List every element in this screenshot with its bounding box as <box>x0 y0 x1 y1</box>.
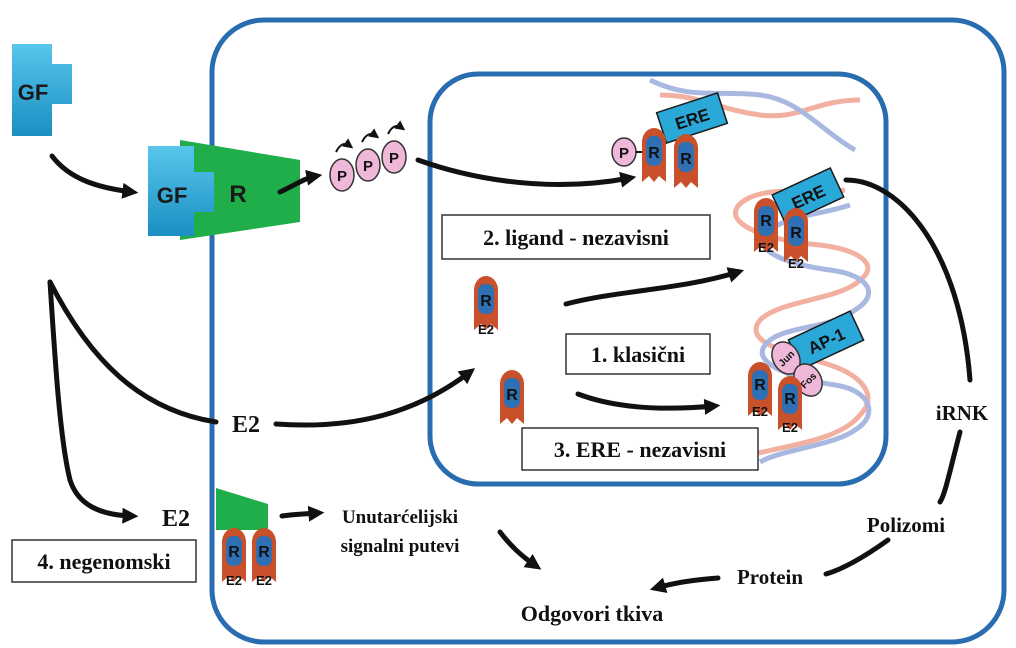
e2-label-ap1-1: E2 <box>752 404 768 419</box>
pathway-4-label: 4. negenomski <box>37 549 170 574</box>
pathway-2-label: 2. ligand - nezavisni <box>483 225 669 250</box>
pathway-box-3: 3. ERE - nezavisni <box>521 427 759 471</box>
e2-mid-label: E2 <box>232 412 260 438</box>
e2-lower-label: E2 <box>162 506 190 532</box>
arrow-irnk-to-polizomi <box>937 429 963 505</box>
r-label-classic: R <box>480 293 492 310</box>
growth-factor-receptor-complex: GF R <box>148 140 300 240</box>
p-single-label: P <box>619 145 629 162</box>
e2-label-ap1-2: E2 <box>782 420 798 435</box>
membrane-receptor: R E2 R E2 <box>216 488 276 588</box>
gf-receptor-label: R <box>229 181 246 208</box>
r-label-top-2: R <box>680 151 692 168</box>
arrow-negenomic <box>47 279 139 524</box>
pathway-box-4: 4. negenomski <box>11 539 197 583</box>
ere-complex-top: ERE P R R <box>611 91 729 188</box>
phospho-label-3: P <box>389 150 399 167</box>
r-label-membrane-2: R <box>258 544 270 561</box>
e2-label-classic: E2 <box>478 322 494 337</box>
phosphorylation-chain: P P P <box>329 120 407 192</box>
tissue-response-label: Odgovori tkiva <box>521 601 663 626</box>
intracellular-signal-line2: signalni putevi <box>341 536 460 557</box>
e2-label-membrane-2: E2 <box>256 573 272 588</box>
polizomi-label: Polizomi <box>867 513 945 537</box>
pathway-3-label: 3. ERE - nezavisni <box>554 437 726 462</box>
growth-factor-free: GF <box>12 44 72 136</box>
ere-complex-mid: ERE R E2 R E2 <box>754 166 845 271</box>
arrow-e2-entry-curve <box>47 279 219 425</box>
pathway-arrows <box>47 153 973 594</box>
arrow-phospho-to-ere <box>415 157 637 188</box>
r-label-mid-2: R <box>790 225 802 242</box>
arrow-protein-to-response <box>649 575 721 594</box>
nucleus-membrane <box>427 71 889 487</box>
e2-label-mid-2: E2 <box>788 256 804 271</box>
r-label-unbound: R <box>506 387 518 404</box>
arrow-classic <box>563 267 745 307</box>
arrow-gf-to-receptor <box>49 153 139 199</box>
phospho-label-2: P <box>363 158 373 175</box>
e2-label-membrane-1: E2 <box>226 573 242 588</box>
pathway-1-label: 1. klasični <box>591 342 685 367</box>
protein-label: Protein <box>737 565 803 589</box>
phospho-label-1: P <box>337 168 347 185</box>
receptor-unbound: R <box>500 370 524 424</box>
arrow-ere-independent <box>575 391 721 415</box>
gf-receptor <box>180 140 300 240</box>
r-label-top-1: R <box>648 145 660 162</box>
receptor-e2-nucleus: R E2 <box>474 276 498 337</box>
pathway-box-2: 2. ligand - nezavisni <box>441 214 711 260</box>
cell-membrane <box>209 17 1007 645</box>
arrow-polizomi-to-protein <box>823 537 891 577</box>
irnk-label: iRNK <box>936 401 989 425</box>
e2-label-mid-1: E2 <box>758 240 774 255</box>
r-label-membrane-1: R <box>228 544 240 561</box>
arrow-transcription-upper <box>843 177 973 383</box>
r-label-ap1-2: R <box>784 391 796 408</box>
arrow-e2-into-nucleus <box>273 368 476 428</box>
arrow-receptor-to-phospho <box>277 169 323 195</box>
r-label-mid-1: R <box>760 213 772 230</box>
intracellular-signal-line1: Unutarćelijski <box>342 507 458 528</box>
pathway-box-1: 1. klasični <box>565 333 711 375</box>
gf-free-label: GF <box>18 80 49 105</box>
r-label-ap1-1: R <box>754 377 766 394</box>
gf-bound-label: GF <box>157 183 188 208</box>
arrow-signal-to-response <box>497 529 542 570</box>
gf-bound <box>148 146 214 236</box>
arrow-membrane-to-signal <box>279 505 325 522</box>
